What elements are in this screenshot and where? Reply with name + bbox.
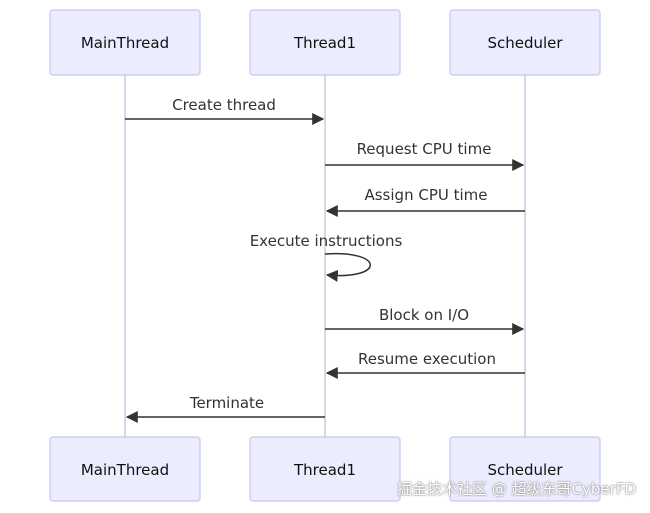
message-assign-cpu-time: Assign CPU time [325, 186, 525, 217]
actor-scheduler-bottom: Scheduler [449, 436, 601, 502]
watermark-text: 掘金技术社区 @ 超级东哥CyberFD [397, 480, 636, 498]
actor-mainthread-top-label: MainThread [81, 34, 169, 52]
actor-thread1-bottom-label: Thread1 [293, 461, 356, 479]
actor-thread1-top-label: Thread1 [293, 34, 356, 52]
actor-mainthread-bottom-label: MainThread [81, 461, 169, 479]
message-resume-execution-label: Resume execution [358, 350, 496, 368]
actor-mainthread-bottom: MainThread [49, 436, 201, 502]
message-block-on-io: Block on I/O [325, 306, 525, 335]
message-request-cpu-time-label: Request CPU time [357, 140, 492, 158]
message-terminate-label: Terminate [189, 394, 264, 412]
message-request-cpu-time: Request CPU time [325, 140, 525, 171]
message-block-on-io-label: Block on I/O [379, 306, 469, 324]
message-create-thread: Create thread [125, 96, 325, 125]
message-execute-instructions-label: Execute instructions [250, 232, 403, 250]
message-terminate: Terminate [125, 394, 325, 423]
actor-scheduler-bottom-label: Scheduler [487, 461, 563, 479]
message-execute-instructions: Execute instructions [250, 232, 403, 282]
message-resume-execution: Resume execution [325, 350, 525, 379]
actor-thread1-top: Thread1 [249, 9, 401, 76]
message-create-thread-label: Create thread [172, 96, 276, 114]
message-assign-cpu-time-label: Assign CPU time [364, 186, 487, 204]
actor-thread1-bottom: Thread1 [249, 436, 401, 502]
actor-scheduler-top-label: Scheduler [487, 34, 563, 52]
actor-mainthread-top: MainThread [49, 9, 201, 76]
actor-scheduler-top: Scheduler [449, 9, 601, 76]
